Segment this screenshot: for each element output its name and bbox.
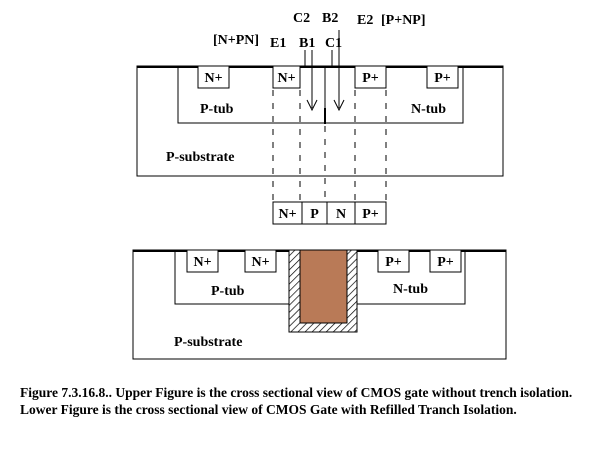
p-substrate-label: P-substrate: [166, 150, 234, 165]
diffusion-p-plus-1-label: P+: [362, 71, 379, 86]
diffusion-n-plus-2-lower-label: N+: [251, 255, 269, 270]
label-b1: B1: [299, 36, 315, 51]
diffusion-p-plus-1-lower: [377, 249, 410, 273]
figure-caption: Figure 7.3.16.8.. Upper Figure is the cr…: [20, 385, 573, 417]
diffusion-p-plus-2-label: P+: [434, 71, 451, 86]
strip-n-plus: N+: [278, 207, 296, 222]
n-tub-label: N-tub: [411, 102, 446, 117]
projection-lines: [272, 90, 387, 200]
diffusion-p-plus-2: [426, 65, 459, 89]
diffusion-p-plus-1: [354, 65, 387, 89]
diffusion-n-plus-2-label: N+: [277, 71, 295, 86]
diffusion-n-plus-2: [272, 65, 301, 89]
diffusion-p-plus-2-lower-label: P+: [437, 255, 454, 270]
diffusion-n-plus-1-label: N+: [204, 71, 222, 86]
trench-fill: [299, 249, 348, 324]
lower-figure: N+ N+ P+ P+ P-tub N-tub P-substrate: [132, 249, 507, 360]
arrow-b2-head: [333, 99, 345, 112]
strip-p-plus: P+: [362, 207, 379, 222]
p-tub-label-lower: P-tub: [211, 284, 245, 299]
label-e2: E2: [357, 13, 373, 28]
label-c2: C2: [293, 11, 310, 26]
npnp-strip: [272, 201, 387, 225]
p-tub-label: P-tub: [200, 102, 234, 117]
strip-n: N: [336, 207, 346, 222]
diffusion-n-plus-1-lower-label: N+: [193, 255, 211, 270]
upper-figure: C2 B2 E2 [P+NP] [N+PN] E1 B1 C1 N+ N+ P+…: [136, 11, 504, 225]
diffusion-p-plus-1-lower-label: P+: [385, 255, 402, 270]
diffusion-n-plus-1: [197, 65, 230, 89]
label-p-np: [P+NP]: [381, 13, 426, 28]
n-tub-label-lower: N-tub: [393, 282, 428, 297]
label-b2: B2: [322, 11, 338, 26]
label-c1: C1: [325, 36, 342, 51]
diffusion-p-plus-2-lower: [429, 249, 462, 273]
p-substrate-label-lower: P-substrate: [174, 335, 242, 350]
label-e1: E1: [270, 36, 286, 51]
diffusion-n-plus-2-lower: [244, 249, 277, 273]
diffusion-n-plus-1-lower: [186, 249, 219, 273]
arrow-c2-head: [306, 99, 318, 112]
label-n-pn: [N+PN]: [213, 33, 259, 48]
strip-p: P: [310, 207, 319, 222]
